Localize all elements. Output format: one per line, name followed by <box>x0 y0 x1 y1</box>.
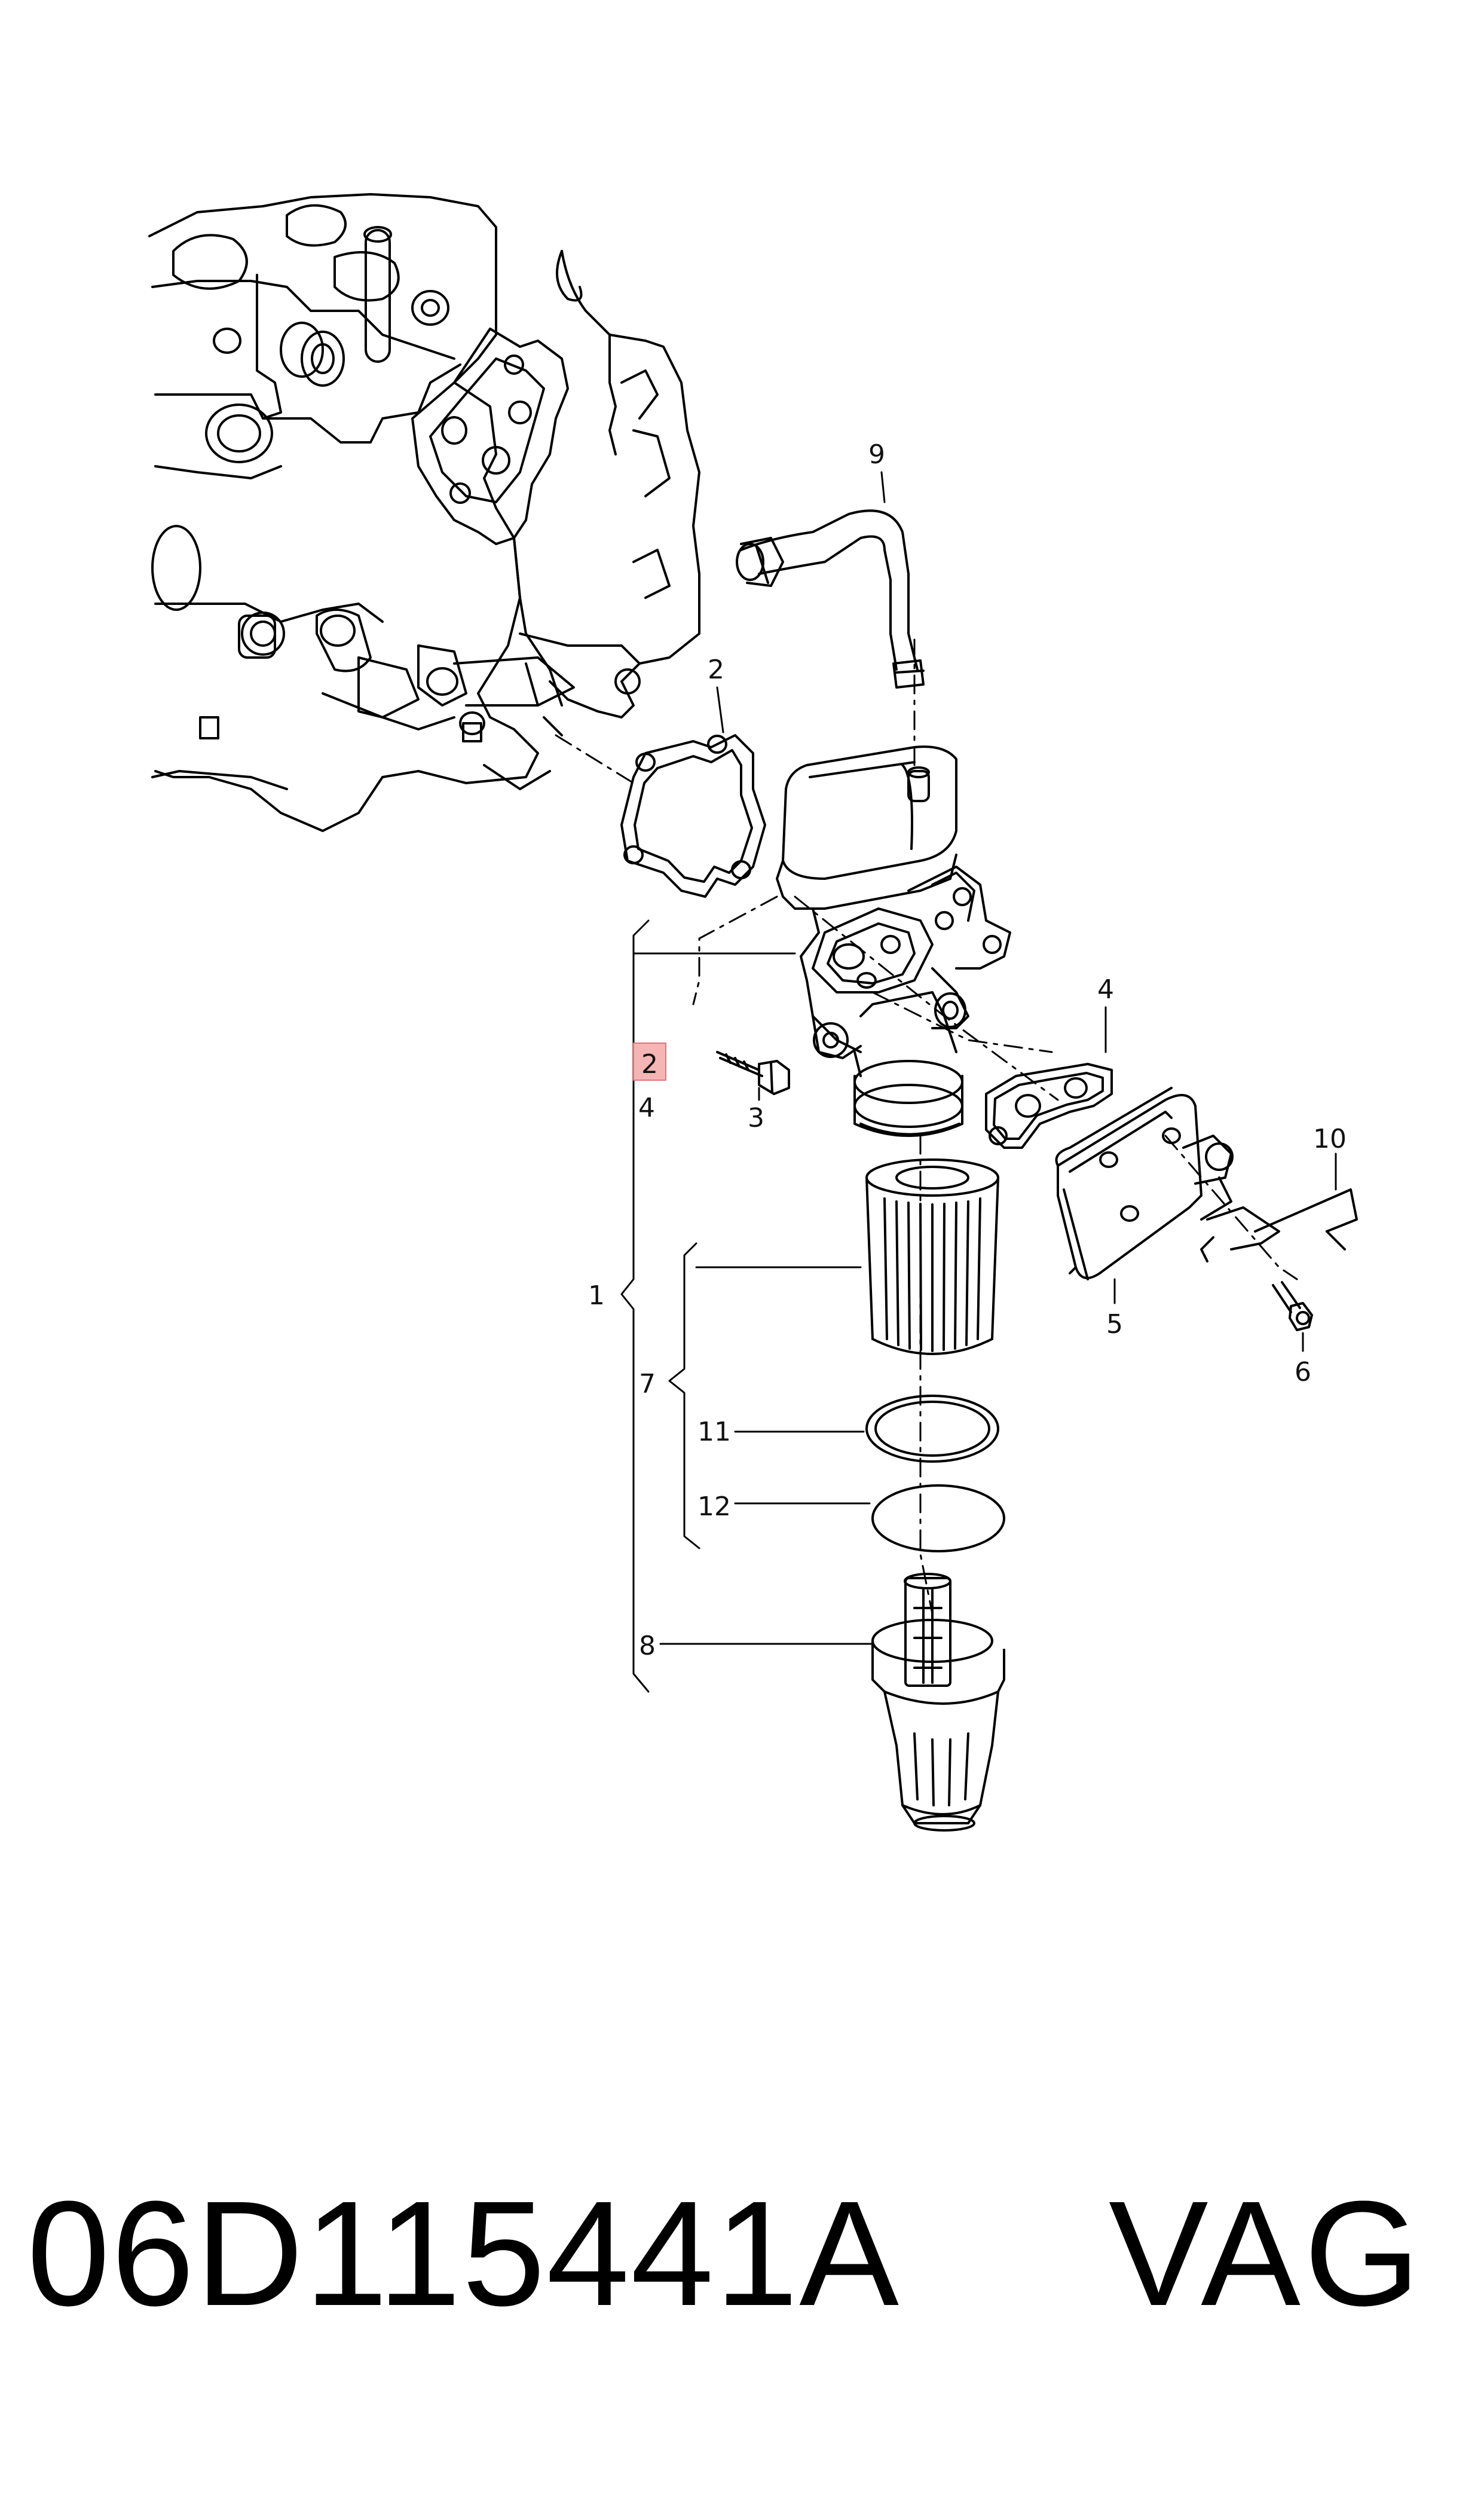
bolt <box>716 1051 790 1095</box>
callout-6: 6 <box>1295 1357 1311 1387</box>
callout-10: 10 <box>1313 1124 1347 1154</box>
callout-2-highlighted: 2 <box>641 1049 658 1080</box>
oil-filter-element <box>865 1158 999 1355</box>
callout-12: 12 <box>697 1491 731 1522</box>
o-ring-small <box>871 1484 1005 1552</box>
oil-cooler-gasket <box>985 1063 1113 1149</box>
part-number: 06D115441A <box>27 2170 901 2337</box>
o-ring-large <box>865 1395 999 1463</box>
callout-8: 8 <box>639 1631 656 1661</box>
leader-lines <box>620 471 1337 1693</box>
callout-4-left: 4 <box>638 1093 655 1123</box>
oil-filter-housing <box>776 745 1011 1137</box>
engine-block <box>148 193 575 832</box>
oil-filter-cap <box>871 1573 1005 1832</box>
bolt <box>1272 1281 1313 1331</box>
callout-4-right: 4 <box>1097 974 1114 1005</box>
callout-2-gasket: 2 <box>708 655 724 685</box>
highlighted-callout-box <box>633 1043 666 1081</box>
callout-9: 9 <box>868 439 885 470</box>
brand-name: VAG <box>1109 2170 1424 2337</box>
callout-5: 5 <box>1106 1309 1123 1340</box>
callout-11: 11 <box>697 1417 731 1447</box>
callout-7: 7 <box>639 1369 656 1399</box>
callout-1: 1 <box>588 1280 605 1311</box>
callout-3: 3 <box>748 1103 764 1133</box>
timing-cover <box>411 250 700 790</box>
oil-filter-housing-gasket <box>620 734 766 898</box>
oil-cooler <box>1055 1087 1358 1280</box>
footer: 06D115441A VAG <box>0 2164 1484 2343</box>
breather-hose <box>736 509 925 689</box>
